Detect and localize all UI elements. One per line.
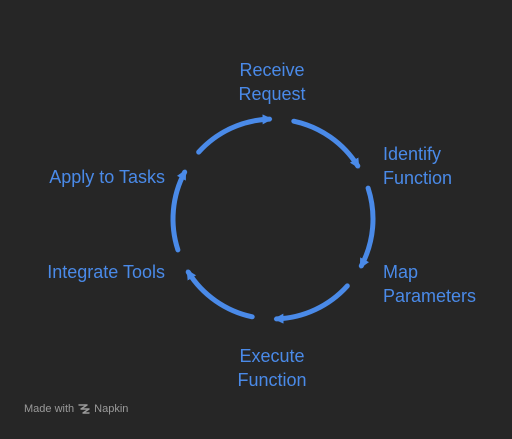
made-with-footer: Made with Napkin bbox=[24, 403, 128, 415]
step-map-line-1: Map bbox=[383, 262, 419, 282]
step-integrate-line-1: Integrate Tools bbox=[47, 262, 165, 282]
step-apply-to-tasks: Apply to Tasks bbox=[49, 165, 165, 189]
step-identify-line-1: Identify bbox=[383, 144, 442, 164]
napkin-logo-icon bbox=[78, 403, 90, 415]
step-receive-request: Receive Request bbox=[210, 58, 334, 106]
arrow-apply-to-receive bbox=[196, 114, 273, 155]
arrow-execute-to-integrate bbox=[185, 269, 255, 320]
step-execute-function: Execute Function bbox=[210, 344, 334, 392]
step-integrate-tools: Integrate Tools bbox=[47, 260, 165, 284]
napkin-brand-text: Napkin bbox=[94, 403, 129, 415]
step-receive-line-2: Request bbox=[238, 84, 306, 104]
arrow-integrate-to-apply bbox=[170, 169, 188, 253]
made-with-text: Made with bbox=[24, 403, 75, 415]
step-execute-line-1: Execute bbox=[239, 346, 305, 366]
step-map-line-2: Parameters bbox=[383, 286, 477, 306]
step-apply-line-1: Apply to Tasks bbox=[49, 167, 165, 187]
step-execute-line-2: Function bbox=[237, 370, 307, 390]
step-receive-line-1: Receive bbox=[239, 60, 305, 80]
step-identify-function: Identify Function bbox=[383, 142, 452, 190]
arrow-identify-to-map bbox=[358, 185, 376, 269]
step-identify-line-2: Function bbox=[383, 168, 453, 188]
arrow-map-to-execute bbox=[273, 283, 350, 324]
arrow-receive-to-identify bbox=[291, 118, 361, 169]
step-map-parameters: Map Parameters bbox=[383, 260, 476, 308]
